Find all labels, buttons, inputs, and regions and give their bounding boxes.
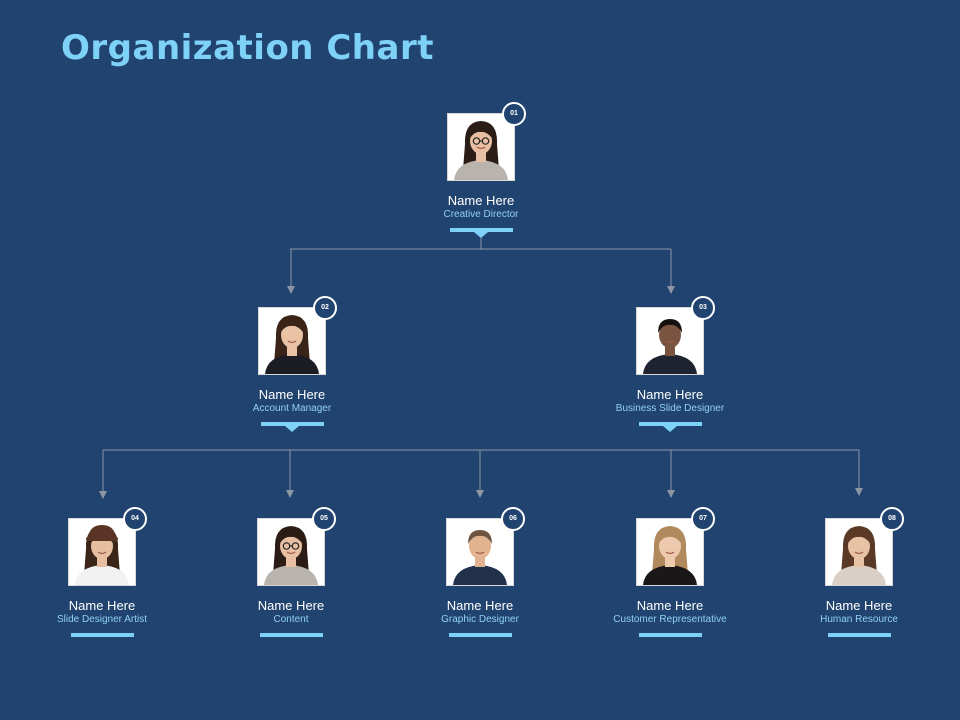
member-role: Content [273,614,309,625]
portrait-photo: 05 [257,507,336,586]
number-badge: 04 [123,507,147,531]
org-node-07: 07 Name Here Customer Representative [575,507,765,637]
member-name: Name Here [636,387,704,402]
portrait-photo: 02 [258,296,337,375]
accent-bar [638,633,702,637]
woman-blonde-portrait [637,519,703,585]
accent-bar [260,422,324,432]
number-badge: 07 [691,507,715,531]
org-node-02: 02 Name Here Account Manager [197,296,387,432]
accent-bar [259,633,323,637]
member-name: Name Here [68,598,136,613]
member-name: Name Here [447,193,515,208]
portrait-photo: 07 [636,507,715,586]
accent-bar [70,633,134,637]
portrait-photo: 01 [447,102,526,181]
woman-longhair-portrait [826,519,892,585]
woman-glasses-portrait [258,519,324,585]
portrait-photo: 03 [636,296,715,375]
member-role: Graphic Designer [441,614,519,625]
pointer-icon [285,426,299,432]
member-name: Name Here [258,387,326,402]
woman-suit-portrait [637,308,703,374]
member-name: Name Here [257,598,325,613]
member-name: Name Here [825,598,893,613]
accent-bar [638,422,702,432]
number-badge: 08 [880,507,904,531]
portrait-photo: 06 [446,507,525,586]
org-node-01: 01 Name Here Creative Director [386,102,576,238]
org-node-06: 06 Name Here Graphic Designer [385,507,575,637]
member-name: Name Here [446,598,514,613]
accent-bar [448,633,512,637]
accent-bar [449,228,513,238]
member-role: Creative Director [443,209,519,220]
number-badge: 02 [313,296,337,320]
woman-hat-portrait [69,519,135,585]
woman-glasses-portrait [448,114,514,180]
number-badge: 06 [501,507,525,531]
number-badge: 05 [312,507,336,531]
woman-smiling-portrait [259,308,325,374]
org-node-03: 03 Name Here Business Slide Designer [575,296,765,432]
portrait-photo: 08 [825,507,904,586]
member-role: Slide Designer Artist [56,614,148,625]
member-name: Name Here [636,598,704,613]
accent-bar [827,633,891,637]
member-role: Human Resource [820,614,898,625]
portrait-photo: 04 [68,507,147,586]
member-role: Account Manager [252,403,332,414]
pointer-icon [474,232,488,238]
number-badge: 01 [502,102,526,126]
number-badge: 03 [691,296,715,320]
pointer-icon [663,426,677,432]
page-title: Organization Chart [61,28,434,68]
member-role: Customer Representative [613,614,727,625]
org-node-08: 08 Name Here Human Resource [764,507,954,637]
member-role: Business Slide Designer [615,403,725,414]
org-node-05: 05 Name Here Content [196,507,386,637]
org-node-04: 04 Name Here Slide Designer Artist [7,507,197,637]
man-smiling-portrait [447,519,513,585]
